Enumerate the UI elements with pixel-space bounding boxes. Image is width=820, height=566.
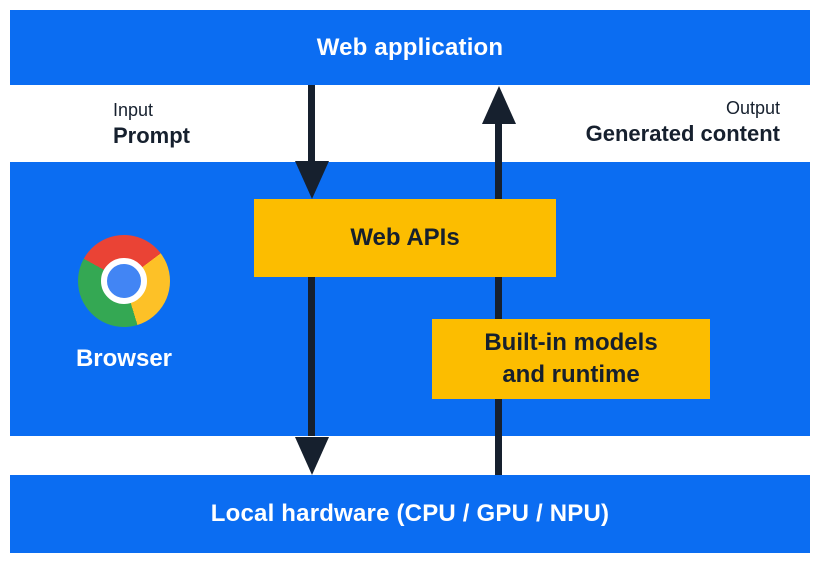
web-apis-label: Web APIs	[350, 224, 460, 251]
input-arrow-line-bottom	[308, 277, 315, 436]
browser-label: Browser	[75, 345, 173, 372]
chrome-logo-icon	[78, 235, 170, 327]
web-application-bar: Web application	[10, 10, 810, 85]
input-arrow-head-icon	[295, 161, 329, 199]
input-arrow-line-top	[308, 85, 315, 162]
input-value: Prompt	[113, 123, 190, 148]
local-hardware-bar: Local hardware (CPU / GPU / NPU)	[10, 475, 810, 553]
input-title: Input	[113, 100, 154, 120]
web-application-label: Web application	[316, 33, 504, 61]
input-arrow-bottom-head-icon	[295, 437, 329, 475]
output-title: Output	[725, 98, 780, 118]
local-hardware-label: Local hardware (CPU / GPU / NPU)	[210, 500, 610, 527]
web-apis-box: Web APIs	[254, 199, 556, 277]
builtin-models-box: Built-in models and runtime	[432, 319, 710, 399]
chrome-logo-center	[101, 258, 147, 304]
output-arrow-line	[495, 123, 502, 475]
output-value: Generated content	[585, 121, 780, 146]
output-arrow-head-icon	[482, 86, 516, 124]
builtin-models-label: Built-in models and runtime	[484, 329, 658, 388]
output-label-group: Output Generated content	[586, 96, 780, 148]
input-label-group: Input Prompt	[113, 98, 190, 150]
